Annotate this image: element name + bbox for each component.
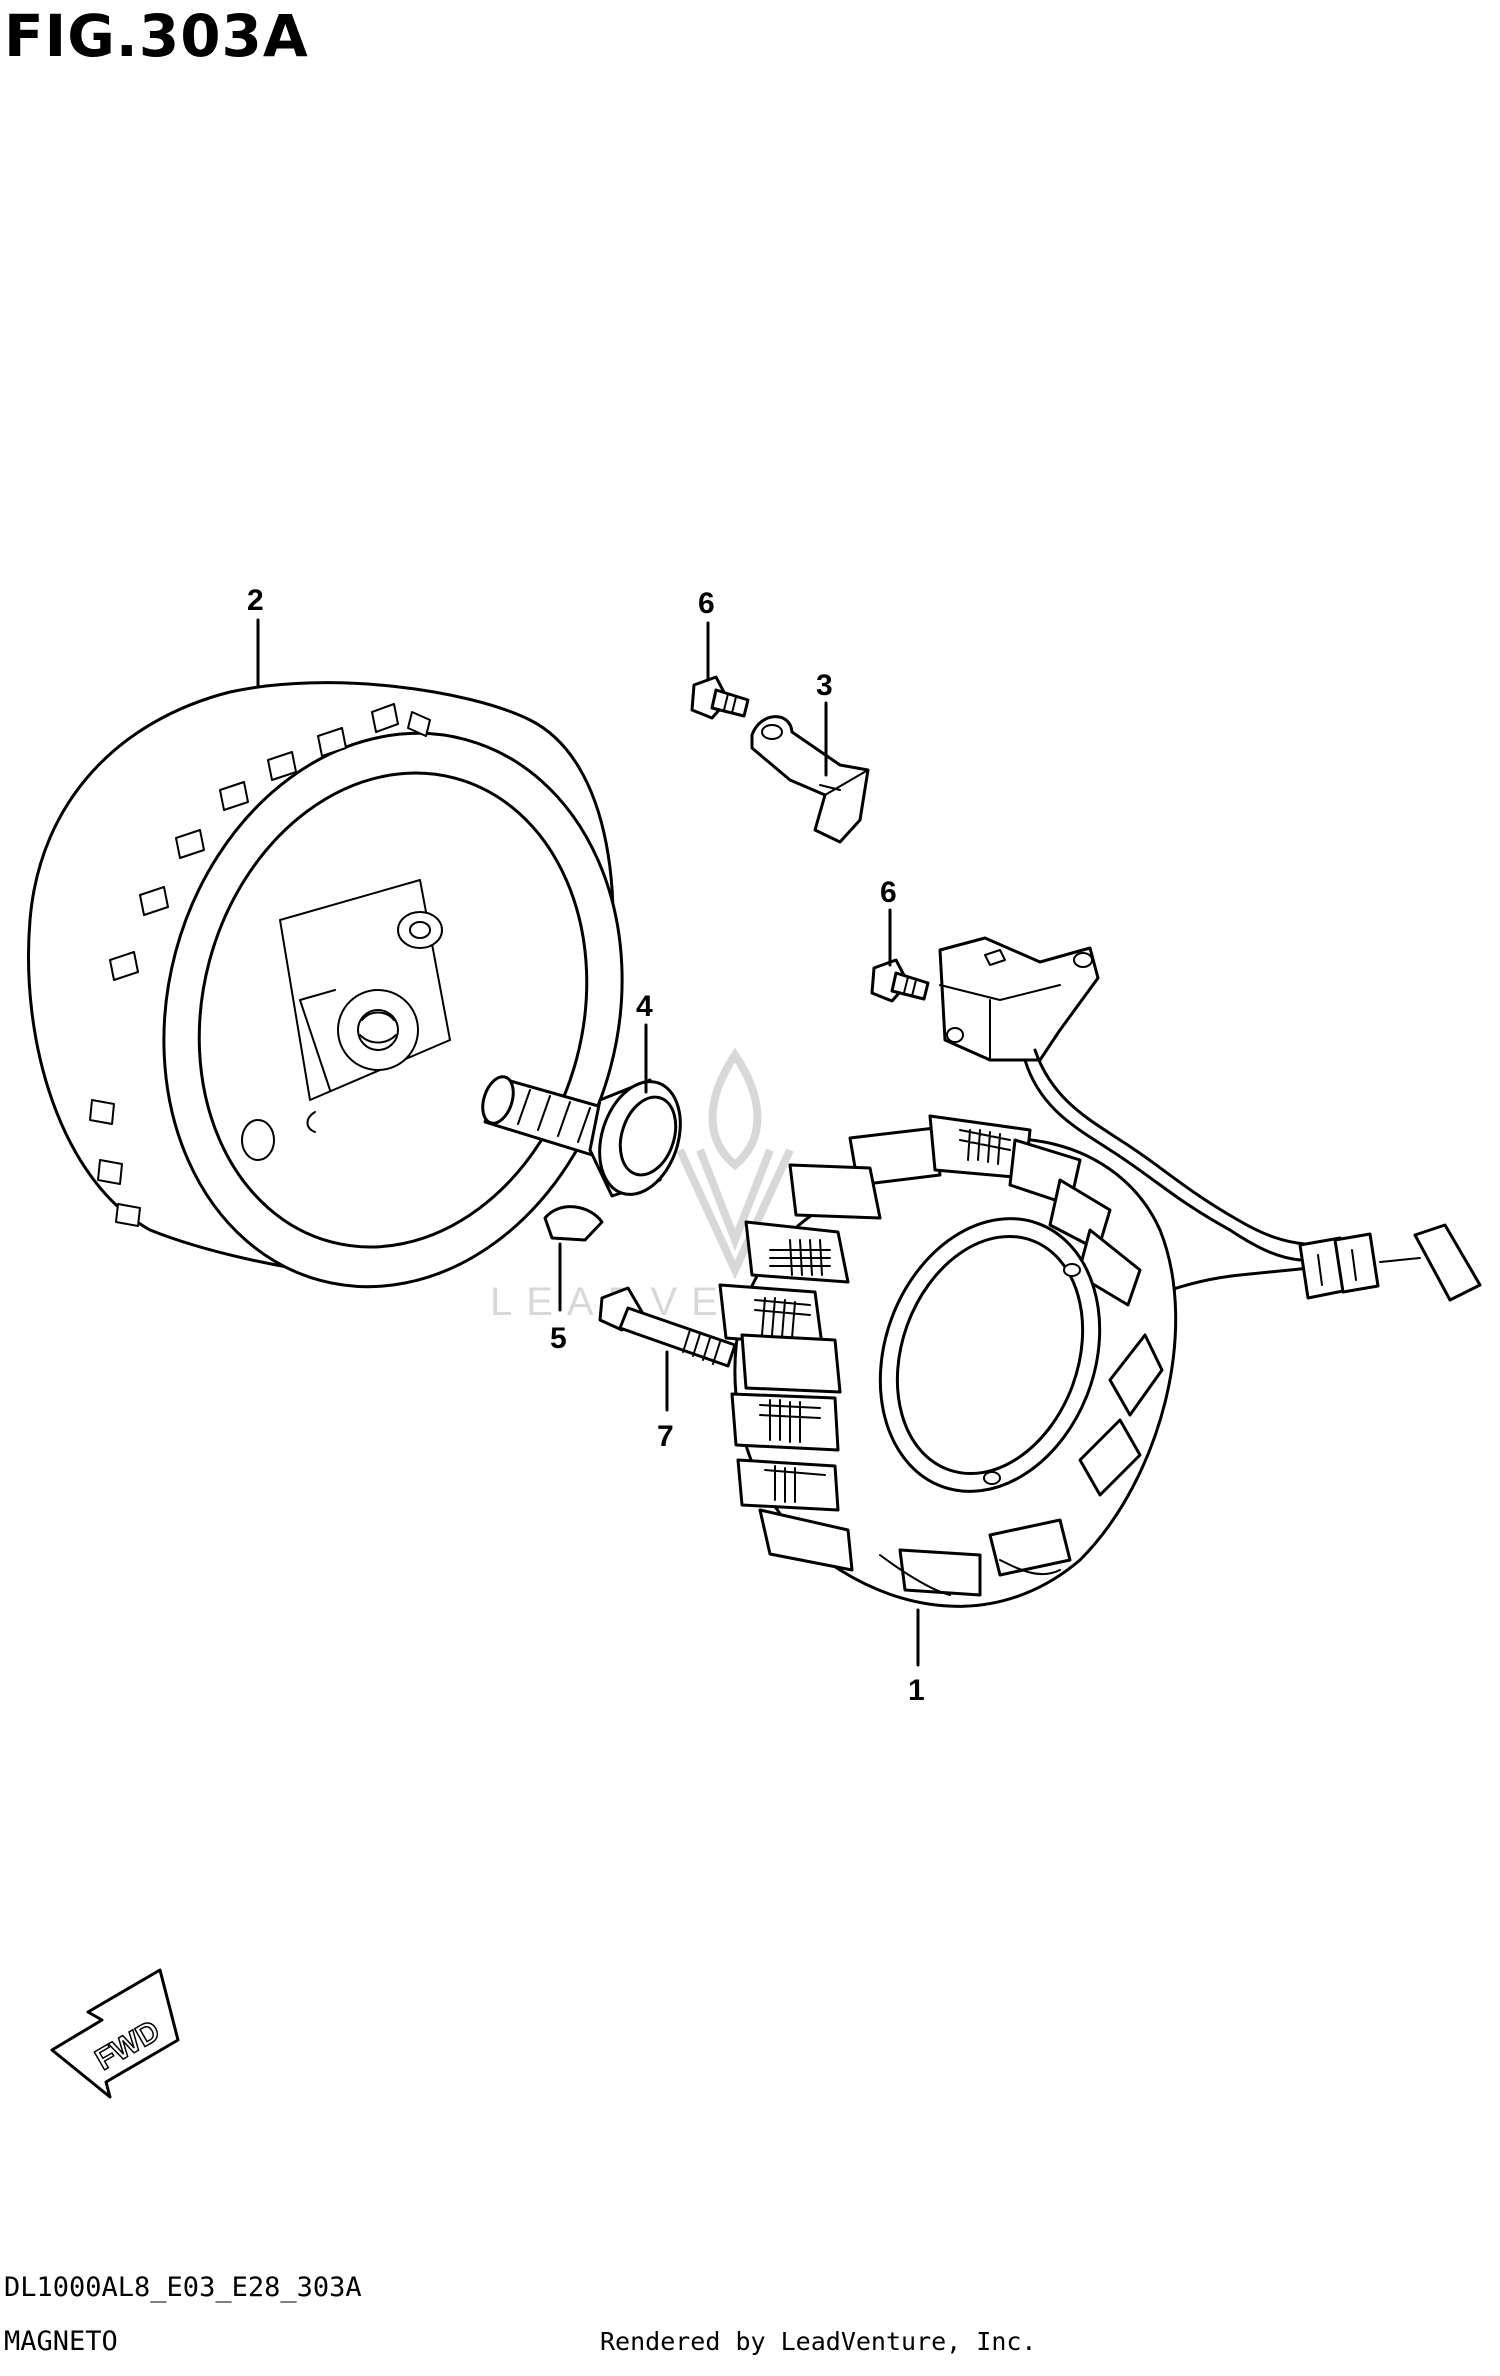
rotor-slots bbox=[89, 703, 431, 1227]
part-1-stator bbox=[718, 1114, 1178, 1608]
watermark-logo-icon bbox=[676, 1047, 794, 1280]
callout-7: 7 bbox=[657, 1420, 674, 1453]
callout-4: 4 bbox=[636, 990, 653, 1023]
callout-numbers: 2 3 6 6 4 5 7 1 bbox=[247, 584, 925, 1707]
callout-2: 2 bbox=[247, 584, 264, 617]
part-6-screw-lower bbox=[870, 958, 930, 1003]
callout-5: 5 bbox=[550, 1322, 567, 1355]
rendered-by-credit: Rendered by LeadVenture, Inc. bbox=[600, 2327, 1037, 2356]
fwd-arrow-icon bbox=[50, 1968, 180, 2099]
callout-1: 1 bbox=[908, 1674, 925, 1707]
part-5-key bbox=[543, 1205, 604, 1242]
part-3-bracket bbox=[750, 715, 870, 844]
part-7-bolt bbox=[598, 1286, 737, 1368]
leader-lines bbox=[256, 618, 920, 1667]
diagram-name: MAGNETO bbox=[4, 2326, 118, 2357]
callout-6-upper: 6 bbox=[698, 587, 715, 620]
diagram-code: DL1000AL8_E03_E28_303A bbox=[4, 2272, 362, 2303]
callout-6-lower: 6 bbox=[880, 876, 897, 909]
figure-title: FIG.303A bbox=[4, 2, 309, 70]
part-4-bolt bbox=[481, 1075, 682, 1198]
pickup-sensor bbox=[938, 936, 1100, 1062]
part-2-rotor bbox=[27, 681, 624, 1289]
fwd-arrow: FWD bbox=[50, 1968, 180, 2099]
callout-3: 3 bbox=[816, 669, 833, 702]
part-6-screw-upper bbox=[690, 675, 750, 720]
